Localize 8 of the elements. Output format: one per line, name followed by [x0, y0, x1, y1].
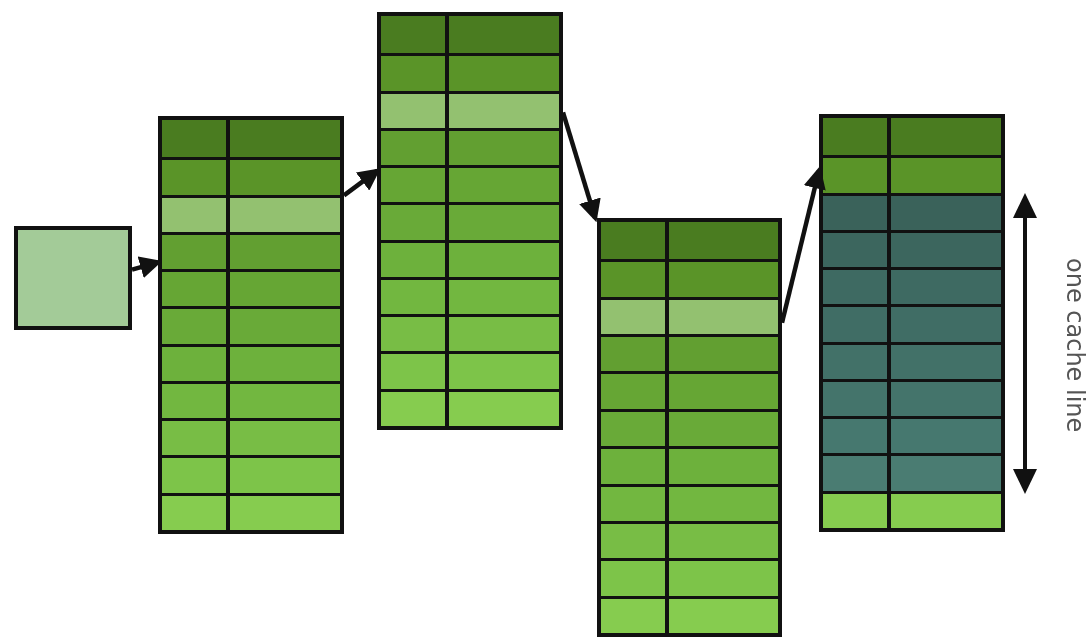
node-table: [377, 12, 563, 430]
node-table: [597, 218, 782, 637]
pointer-box: [14, 226, 132, 330]
dimension-label: one cache line: [1061, 258, 1089, 433]
node-table: [158, 116, 344, 534]
node-table: [819, 114, 1005, 532]
arrow: [560, 111, 601, 223]
arrow: [779, 166, 826, 324]
